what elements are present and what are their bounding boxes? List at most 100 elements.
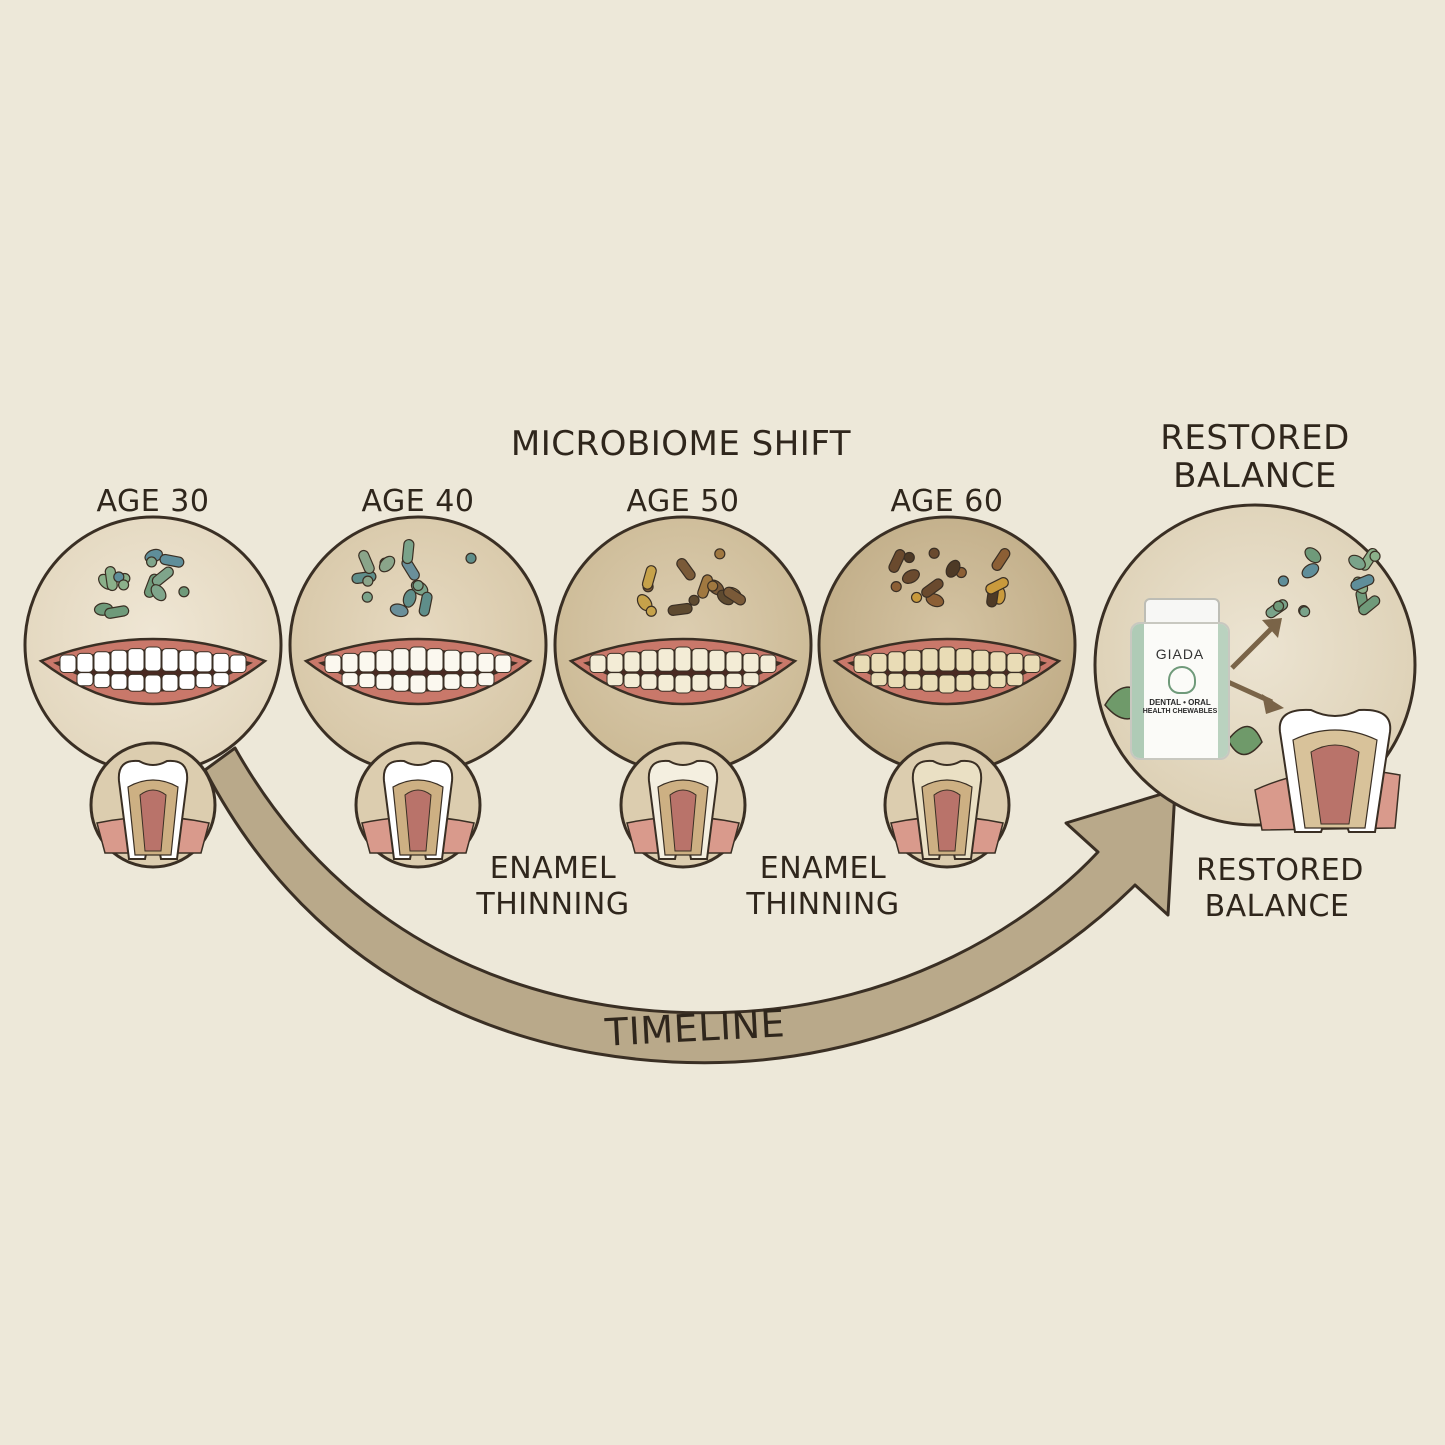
upper-tooth	[725, 651, 743, 673]
microbe-rod	[888, 549, 906, 573]
upper-tooth	[623, 651, 641, 673]
upper-tooth	[195, 651, 213, 673]
upper-tooth	[59, 654, 77, 673]
stage-3	[553, 515, 813, 869]
upper-tooth	[178, 649, 196, 673]
bottle-brand: GIADA	[1155, 646, 1205, 662]
timeline-label: TIMELINE	[603, 1001, 787, 1055]
lower-tooth	[178, 673, 196, 690]
upper-tooth	[324, 654, 342, 673]
upper-tooth	[161, 648, 179, 672]
lower-tooth	[955, 673, 973, 692]
upper-tooth	[341, 652, 359, 673]
lower-tooth	[921, 673, 939, 692]
lower-tooth	[127, 673, 145, 692]
diagram-title: MICROBIOME SHIFT	[510, 424, 852, 464]
microbe-oval	[378, 555, 396, 573]
microbe-oval	[402, 588, 417, 608]
enamel-note-2-line1: ENAMEL	[759, 851, 887, 886]
upper-tooth	[144, 646, 162, 672]
stage-label-age-30: AGE 30	[96, 484, 210, 519]
lower-tooth	[443, 673, 461, 690]
upper-tooth	[76, 652, 94, 673]
enamel-note-1-line1: ENAMEL	[489, 851, 617, 886]
upper-tooth	[640, 649, 658, 673]
upper-tooth	[972, 649, 990, 673]
microbe-coccus	[362, 575, 374, 587]
lower-tooth	[144, 674, 162, 694]
lower-tooth	[477, 672, 495, 687]
microbe-coccus	[707, 580, 719, 592]
microbe-coccus	[113, 571, 125, 583]
lower-tooth	[870, 672, 888, 687]
arrowhead-icon	[1262, 694, 1284, 714]
lower-tooth	[341, 672, 359, 687]
upper-tooth	[494, 654, 512, 673]
microbe-coccus	[465, 552, 477, 564]
lower-tooth	[392, 673, 410, 692]
lower-tooth	[76, 672, 94, 687]
upper-tooth	[691, 648, 709, 672]
stage-4	[817, 515, 1077, 869]
microbe-coccus	[890, 581, 902, 593]
microbe-coccus	[1299, 605, 1311, 618]
upper-tooth	[110, 649, 128, 673]
lower-tooth	[409, 674, 427, 694]
upper-tooth	[853, 654, 871, 673]
microbe-coccus	[1272, 600, 1285, 612]
upper-tooth	[870, 652, 888, 673]
upper-tooth	[589, 654, 607, 673]
upper-tooth	[1023, 654, 1041, 673]
lower-tooth	[358, 672, 376, 689]
microbe-rod	[1350, 574, 1375, 591]
upper-tooth	[358, 651, 376, 673]
lower-tooth	[972, 673, 990, 690]
lower-tooth	[742, 672, 760, 687]
stage-2	[288, 515, 548, 869]
microbe-oval	[1301, 563, 1320, 579]
lower-tooth	[375, 673, 393, 690]
lower-tooth	[989, 672, 1007, 689]
stage-label-age-40: AGE 40	[361, 484, 475, 519]
tooth-leaf-icon	[1168, 666, 1196, 694]
timeline-arrow	[203, 746, 1177, 1065]
upper-tooth	[989, 651, 1007, 673]
upper-tooth	[759, 654, 777, 673]
microbe-rod	[358, 549, 375, 574]
upper-tooth	[477, 652, 495, 673]
stage-label-age-50: AGE 50	[626, 484, 740, 519]
restored-balance-bottom-line2: BALANCE	[1204, 889, 1350, 924]
lower-tooth	[1006, 672, 1024, 687]
restored-balance-top-line2: BALANCE	[1173, 456, 1337, 496]
pulp	[669, 789, 697, 852]
microbe-rod	[159, 553, 185, 568]
microbe-coccus	[117, 579, 130, 591]
microbe-coccus	[645, 605, 657, 617]
lower-tooth	[725, 672, 743, 689]
lower-tooth	[161, 673, 179, 692]
microbe-coccus	[903, 551, 915, 564]
lower-tooth	[606, 672, 624, 687]
microbe-rod	[641, 565, 657, 590]
lower-tooth	[623, 672, 641, 689]
supplement-bottle: GIADA DENTAL • ORAL HEALTH CHEWABLES	[1130, 598, 1230, 760]
upper-tooth	[921, 648, 939, 672]
upper-tooth	[904, 649, 922, 673]
microbe-coccus	[1277, 575, 1290, 587]
microbe-coccus	[1369, 550, 1381, 562]
stage-1	[23, 515, 283, 869]
microbe-coccus	[145, 556, 158, 568]
microbe-rod	[418, 591, 433, 617]
leaf-icon	[1227, 725, 1263, 756]
stage-label-age-60: AGE 60	[890, 484, 1004, 519]
microbe-coccus	[910, 591, 923, 604]
restored-balance-bottom-line1: RESTORED	[1196, 853, 1364, 888]
upper-tooth	[955, 648, 973, 672]
upper-tooth	[392, 648, 410, 672]
lower-tooth	[212, 672, 230, 687]
pulp	[404, 789, 432, 852]
microbe-coccus	[412, 579, 424, 592]
upper-tooth	[657, 648, 675, 672]
restored-balance-top-line1: RESTORED	[1160, 418, 1350, 458]
